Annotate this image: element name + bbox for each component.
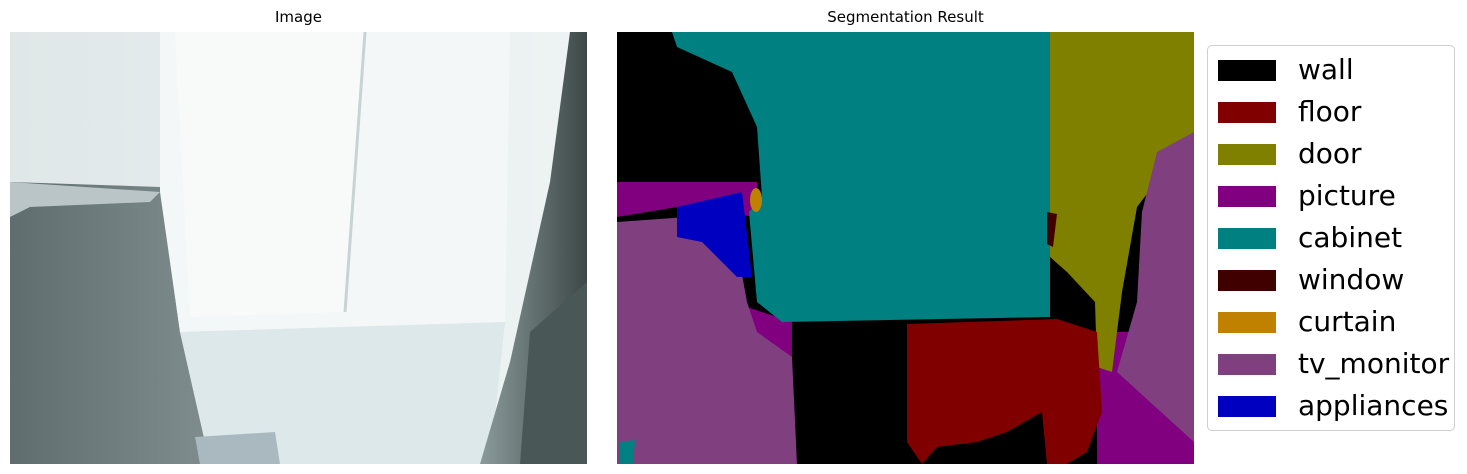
- legend-label-floor: floor: [1298, 95, 1362, 128]
- legend-swatch-floor: [1218, 101, 1276, 123]
- legend-swatch-cabinet: [1218, 227, 1276, 249]
- legend-item-door: door: [1218, 139, 1362, 169]
- legend-item-wall: wall: [1218, 55, 1354, 85]
- legend-item-cabinet: cabinet: [1218, 223, 1402, 253]
- legend-label-curtain: curtain: [1298, 305, 1397, 338]
- legend-swatch-wall: [1218, 59, 1276, 81]
- legend-item-curtain: curtain: [1218, 307, 1396, 337]
- class-legend: wall floor door picture cabinet window c…: [1207, 45, 1455, 431]
- legend-swatch-tv-monitor: [1218, 353, 1276, 375]
- legend-label-door: door: [1298, 137, 1362, 170]
- legend-item-tv-monitor: tv_monitor: [1218, 349, 1449, 379]
- legend-label-wall: wall: [1298, 53, 1354, 86]
- legend-swatch-door: [1218, 143, 1276, 165]
- legend-swatch-curtain: [1218, 311, 1276, 333]
- image-panel-title: Image: [275, 8, 322, 26]
- legend-item-appliances: appliances: [1218, 391, 1448, 421]
- source-image: [10, 32, 587, 464]
- legend-label-window: window: [1298, 263, 1405, 296]
- segmentation-mask: [617, 32, 1194, 464]
- legend-label-appliances: appliances: [1298, 389, 1449, 422]
- legend-label-tv-monitor: tv_monitor: [1298, 347, 1450, 380]
- legend-item-floor: floor: [1218, 97, 1361, 127]
- legend-swatch-window: [1218, 269, 1276, 291]
- legend-swatch-appliances: [1218, 395, 1276, 417]
- legend-item-picture: picture: [1218, 181, 1396, 211]
- legend-swatch-picture: [1218, 185, 1276, 207]
- segmentation-panel-title: Segmentation Result: [827, 8, 984, 26]
- legend-label-picture: picture: [1298, 179, 1396, 212]
- legend-label-cabinet: cabinet: [1298, 221, 1403, 254]
- legend-item-window: window: [1218, 265, 1404, 295]
